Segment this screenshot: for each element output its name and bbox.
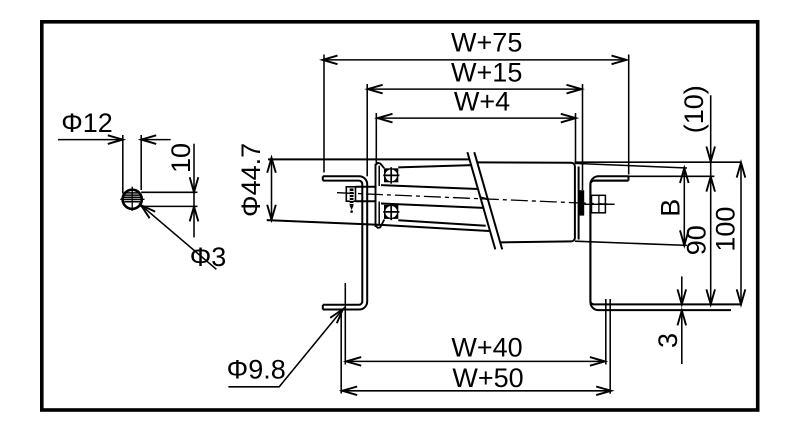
svg-text:W+75: W+75 (451, 28, 522, 58)
svg-text:Φ3: Φ3 (190, 242, 227, 272)
svg-text:W+40: W+40 (451, 333, 522, 363)
svg-text:10: 10 (166, 143, 196, 173)
svg-text:100: 100 (711, 207, 741, 252)
svg-text:Φ44.7: Φ44.7 (236, 143, 266, 217)
svg-text:90: 90 (682, 225, 712, 255)
svg-text:3: 3 (653, 333, 683, 348)
svg-text:Φ12: Φ12 (61, 108, 113, 138)
svg-text:W+15: W+15 (451, 57, 522, 87)
svg-text:W+4: W+4 (454, 87, 510, 117)
svg-text:Φ9.8: Φ9.8 (227, 355, 286, 385)
svg-text:(10): (10) (679, 85, 709, 133)
svg-text:B: B (656, 199, 686, 217)
svg-text:W+50: W+50 (452, 363, 523, 393)
